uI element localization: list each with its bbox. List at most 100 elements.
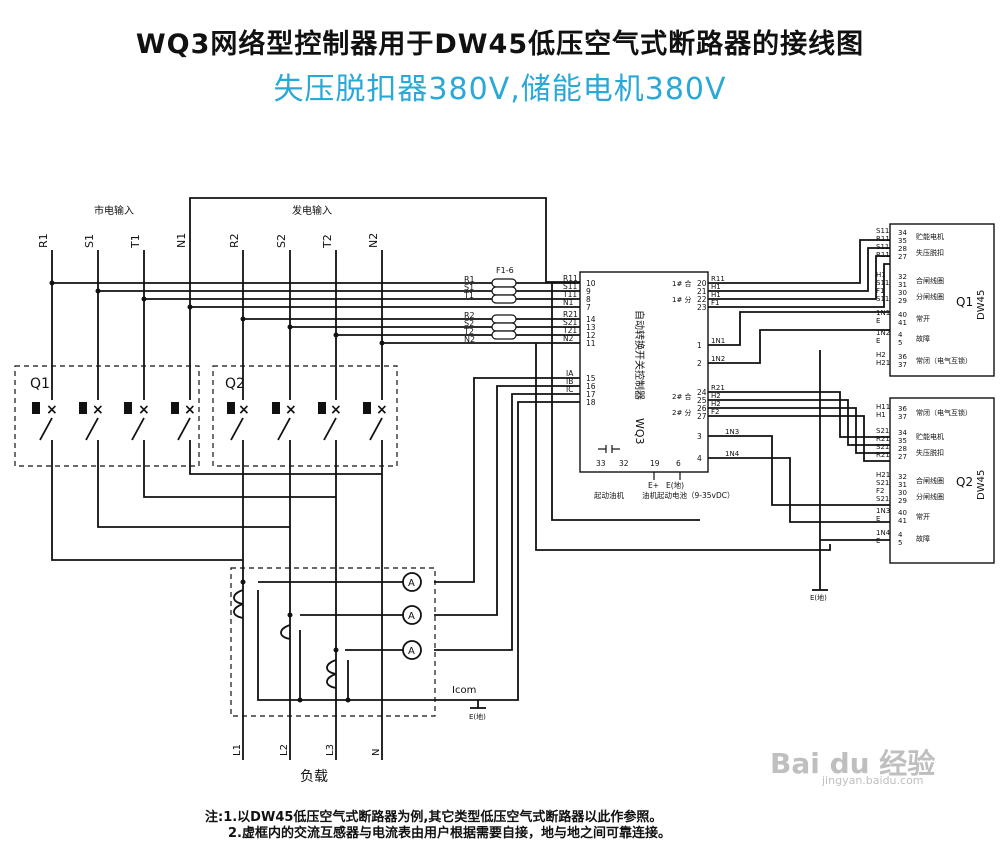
output-label: L3	[325, 744, 336, 756]
ctrl-right-label: H1	[711, 291, 721, 299]
q1-terminal: 29	[898, 297, 907, 305]
ctrl-bottom-label: E(地)	[666, 480, 684, 490]
q2-left-label: H1	[876, 411, 886, 419]
q2-terminal: 28	[898, 445, 907, 453]
ctrl-terminal: 24	[697, 388, 707, 397]
ctrl-terminal: 26	[697, 404, 707, 413]
q2-left-label: S21	[876, 443, 889, 451]
ctrl-left-label: N2	[563, 334, 574, 343]
q1-terminal: 31	[898, 281, 907, 289]
svg-text:×: ×	[184, 402, 196, 418]
ctrl-terminal: 1	[697, 341, 702, 350]
phase-label: T1	[129, 234, 142, 249]
q1-left-label: S11	[876, 295, 889, 303]
q1-left-label: H21	[876, 359, 890, 367]
q2-function: 合闸线圈	[916, 476, 944, 485]
q2-name: Q2	[956, 475, 973, 489]
q2-function: 失压脱扣	[916, 448, 944, 457]
ctrl-terminal: 15	[586, 374, 596, 383]
q1-left-label: R11	[876, 235, 890, 243]
q2-left-label: 1N4	[876, 529, 891, 537]
tap-label: T1	[463, 291, 474, 300]
q2-left-label: 1N3	[876, 507, 890, 515]
ctrl-bottom-label: 油机起动电池（9-35vDC）	[642, 490, 734, 500]
tap-label: S2	[464, 319, 474, 328]
phase-label: R2	[228, 233, 241, 248]
phase-label: S1	[83, 234, 96, 248]
ctrl-right-label: H2	[711, 400, 721, 408]
q1-terminal: 32	[898, 273, 907, 281]
ctrl-terminal: 9	[586, 287, 591, 296]
q2-terminal: 30	[898, 489, 907, 497]
ctrl-right-label: R11	[711, 275, 725, 283]
q1-left-label: F1	[876, 287, 884, 295]
ctrl-bottom-label: E+	[648, 481, 659, 490]
q2-left-label: E	[876, 537, 880, 545]
q1-function: 合闸线圈	[916, 276, 944, 285]
watermark-url: jingyan.baidu.com	[822, 774, 924, 787]
ctrl-left-label: IB	[566, 377, 573, 386]
ctrl-terminal: 8	[586, 295, 591, 304]
ctrl-left-label: N1	[563, 298, 574, 307]
q2-terminal: 37	[898, 413, 907, 421]
q2-terminal: 40	[898, 509, 907, 517]
tap-label: R1	[464, 275, 475, 284]
q1-terminal: 5	[898, 339, 902, 347]
switch-q1-label: Q1	[30, 376, 50, 392]
ctrl-right-label: 1# 合	[672, 279, 692, 288]
ctrl-bottom-terminal: 6	[676, 459, 681, 468]
q1-left-label: S11	[876, 227, 889, 235]
ctrl-left-label: S11	[563, 282, 578, 291]
ctrl-right-label: 2# 分	[672, 408, 692, 417]
q2-terminal: 34	[898, 429, 907, 437]
note-line-2: 2.虚框内的交流互感器与电流表由用户根据需要自接，地与地之间可靠连接。	[228, 826, 671, 841]
ammeter-label: A	[408, 578, 415, 589]
ctrl-left-label: T21	[562, 326, 577, 335]
ctrl-bottom-terminal: 19	[650, 459, 660, 468]
ctrl-terminal: 3	[697, 432, 702, 441]
q1-left-label: E	[876, 337, 880, 345]
ctrl-bottom-terminal: 32	[619, 459, 629, 468]
q1-terminal: 27	[898, 253, 907, 261]
ctrl-right-label: F2	[711, 408, 719, 416]
q1-left-label: H1	[876, 271, 886, 279]
q2-left-label: S21	[876, 479, 889, 487]
ctrl-bottom-terminal: 33	[596, 459, 606, 468]
q1-function: 分闸线圈	[916, 292, 944, 301]
q1-left-label: S11	[876, 243, 889, 251]
ctrl-right-label: F1	[711, 299, 719, 307]
phase-label: N1	[175, 233, 188, 248]
q2-left-label: H11	[876, 403, 890, 411]
ctrl-terminal: 13	[586, 323, 596, 332]
q1-left-label: R11	[876, 251, 890, 259]
q1-left-label: 1N2	[876, 329, 890, 337]
ground-label: E(地)	[469, 712, 486, 721]
q2-function: 分闸线圈	[916, 492, 944, 501]
q2-terminal: 41	[898, 517, 907, 525]
ctrl-terminal: 16	[586, 382, 596, 391]
q1-model: DW45	[976, 290, 987, 320]
phase-label: N2	[367, 233, 380, 248]
q2-function: 故障	[916, 534, 930, 543]
q1-function: 贮能电机	[916, 232, 944, 241]
q1-terminal: 37	[898, 361, 907, 369]
ctrl-right-label: 1# 分	[672, 295, 692, 304]
q2-terminal: 32	[898, 473, 907, 481]
ctrl-terminal: 18	[586, 398, 596, 407]
svg-text:×: ×	[138, 402, 150, 418]
q1-function: 失压脱扣	[916, 248, 944, 257]
output-label: L2	[279, 744, 290, 756]
ctrl-terminal: 22	[697, 295, 707, 304]
q2-terminal: 35	[898, 437, 907, 445]
diagram-title: WQ3网络型控制器用于DW45低压空气式断路器的接线图	[135, 29, 865, 60]
tap-label: R2	[464, 311, 475, 320]
q2-left-label: E	[876, 515, 880, 523]
ctrl-right-label: 1N2	[711, 355, 725, 363]
svg-text:×: ×	[376, 402, 388, 418]
ctrl-terminal: 11	[586, 339, 596, 348]
icom-label: Icom	[452, 685, 476, 696]
q2-terminal: 4	[898, 531, 903, 539]
ctrl-right-label: H2	[711, 392, 721, 400]
q1-terminal: 41	[898, 319, 907, 327]
q1-terminal: 34	[898, 229, 907, 237]
